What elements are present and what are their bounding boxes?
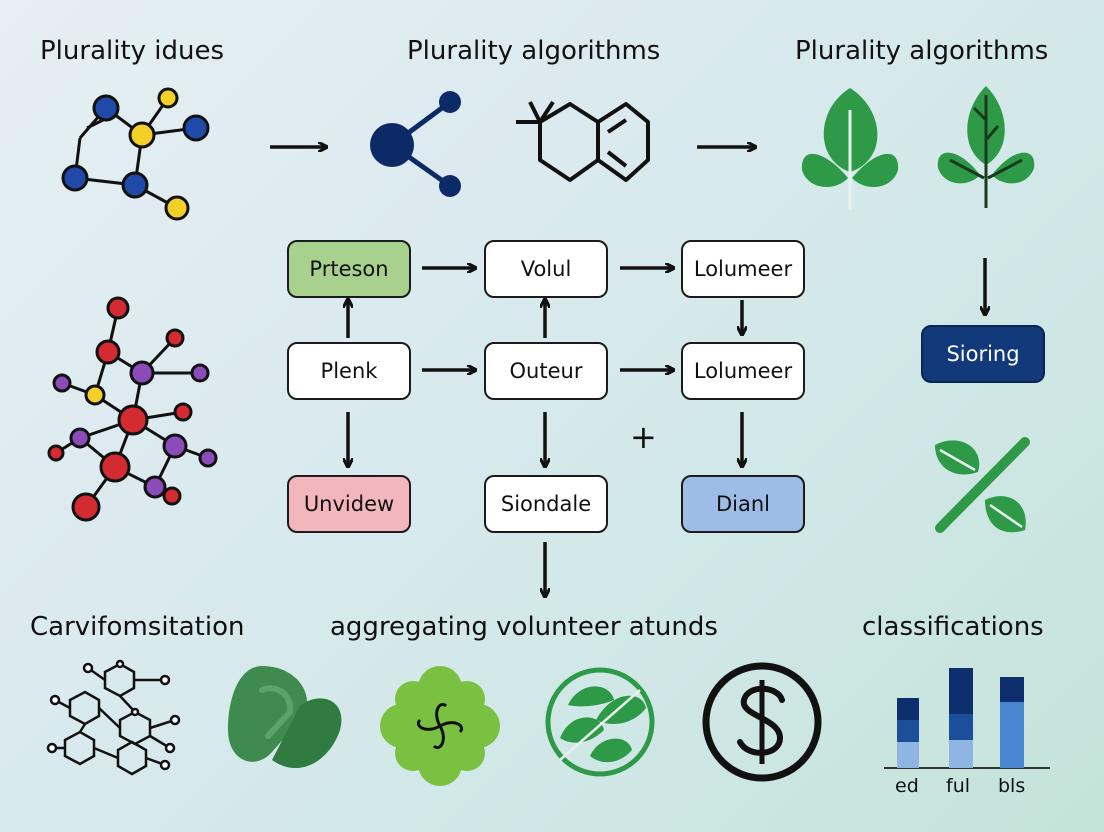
green-link-icon xyxy=(228,666,342,769)
chart-label-bls: bls xyxy=(998,775,1026,797)
flow-box-lolumeer-middle[interactable]: Lolumeer xyxy=(681,342,805,400)
crossed-leaves-icon xyxy=(935,437,1030,533)
molecule-left-icon xyxy=(47,296,218,522)
plus-sign: + xyxy=(630,418,657,456)
heading-plurality-algorithms-right: Plurality algorithms xyxy=(795,36,1049,66)
dollar-coin-icon xyxy=(702,662,822,782)
flow-box-dianl[interactable]: Dianl xyxy=(681,475,805,533)
mini-bar-chart xyxy=(884,668,1050,769)
leaf-circle-icon xyxy=(545,667,655,777)
molecule-top-left-icon xyxy=(61,87,210,221)
flow-box-outeur[interactable]: Outeur xyxy=(484,342,608,400)
chemical-ring-icon xyxy=(516,100,650,182)
heading-classifications: classifications xyxy=(862,612,1044,642)
chart-label-ful: ful xyxy=(946,775,971,797)
sioring-button[interactable]: Sioring xyxy=(921,325,1045,383)
flow-box-unvidew[interactable]: Unvidew xyxy=(287,475,411,533)
network-molecule-icon xyxy=(46,659,181,776)
flow-box-siondale[interactable]: Siondale xyxy=(484,475,608,533)
flow-box-prteson[interactable]: Prteson xyxy=(287,240,411,298)
leaf-plant-icon xyxy=(801,88,899,210)
flow-box-lolumeer-top[interactable]: Lolumeer xyxy=(681,240,805,298)
leaf-branch-icon xyxy=(937,86,1035,208)
heading-plurality-algorithms-center: Plurality algorithms xyxy=(407,36,661,66)
navy-molecule-icon xyxy=(370,91,461,197)
heading-plurality-idues: Plurality idues xyxy=(40,36,225,66)
flow-arrows xyxy=(348,268,742,596)
heading-aggregating: aggregating volunteer atunds xyxy=(330,612,718,642)
heading-carvifomsitation: Carvifomsitation xyxy=(30,612,245,642)
flow-box-volul[interactable]: Volul xyxy=(484,240,608,298)
flow-box-plenk[interactable]: Plenk xyxy=(287,342,411,400)
chart-label-ed: ed xyxy=(895,775,919,797)
green-flower-icon xyxy=(380,666,500,786)
